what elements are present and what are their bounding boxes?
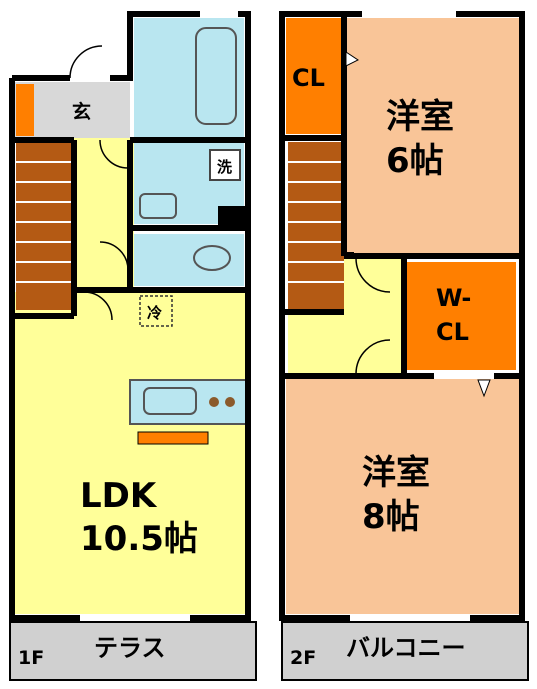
closet bbox=[286, 18, 342, 134]
entrance-label: 玄 bbox=[72, 100, 91, 123]
western-room-6-size: 6帖 bbox=[386, 141, 444, 181]
ldk-name: LDK bbox=[80, 476, 158, 516]
floor-1: 洗 冷 bbox=[9, 11, 257, 681]
terrace-label: テラス bbox=[94, 634, 166, 662]
western-room-8-name: 洋室 bbox=[362, 453, 430, 493]
walk-in-closet bbox=[406, 262, 516, 370]
floor-1-level: 1F bbox=[18, 647, 44, 669]
ldk-door-arc bbox=[83, 291, 113, 321]
western-room-8-size: 8帖 bbox=[362, 497, 420, 537]
kitchen-sink bbox=[143, 387, 197, 415]
window-room6-top bbox=[362, 11, 456, 17]
ldk-room bbox=[14, 292, 250, 614]
floor-2: CL 洋室 6帖 W- CL 洋室 8帖 2F バルコニー bbox=[279, 11, 529, 681]
wall-block-1f bbox=[218, 206, 248, 228]
balcony-label: バルコニー bbox=[346, 634, 466, 662]
bathtub bbox=[195, 27, 237, 125]
toilet-door-arc bbox=[99, 241, 129, 271]
hall-door-arc bbox=[99, 139, 129, 169]
kitchen-cabinet bbox=[137, 431, 209, 445]
stove-burner-1 bbox=[209, 397, 219, 407]
window-ldk-bottom bbox=[80, 615, 190, 621]
wcl-door-marker bbox=[477, 379, 491, 398]
washer-box bbox=[209, 149, 241, 181]
balcony bbox=[281, 621, 529, 681]
stairs-1f bbox=[16, 142, 72, 310]
stove-burner-2 bbox=[225, 397, 235, 407]
walls-1f bbox=[9, 11, 251, 621]
room8-door-arc bbox=[355, 339, 391, 375]
vanity bbox=[139, 193, 177, 219]
window-bath bbox=[200, 11, 238, 17]
toilet bbox=[193, 245, 231, 271]
wcl-door-gap bbox=[434, 373, 494, 379]
room6-door-arc bbox=[355, 257, 391, 293]
shoe-closet bbox=[16, 84, 34, 136]
closet-label: CL bbox=[292, 64, 325, 92]
fridge-space bbox=[139, 295, 173, 327]
washer-label: 洗 bbox=[217, 158, 232, 176]
window-room8-bottom bbox=[350, 615, 470, 621]
wall-block-2f bbox=[344, 252, 354, 258]
entry-door-gap bbox=[70, 75, 110, 81]
fridge-label: 冷 bbox=[147, 304, 162, 322]
western-room-6 bbox=[344, 18, 520, 254]
entry-door-arc bbox=[69, 45, 103, 79]
hallway-1f bbox=[74, 138, 134, 294]
western-room-8 bbox=[286, 378, 520, 614]
ldk-size: 10.5帖 bbox=[80, 519, 198, 559]
terrace bbox=[9, 621, 257, 681]
walk-in-closet-label-1: W- bbox=[436, 284, 471, 312]
closet-door-marker bbox=[345, 51, 359, 67]
floor-2-level: 2F bbox=[290, 647, 316, 669]
western-room-6-name: 洋室 bbox=[386, 97, 454, 137]
walk-in-closet-label-2: CL bbox=[436, 318, 469, 346]
stairs-2f bbox=[288, 142, 344, 310]
